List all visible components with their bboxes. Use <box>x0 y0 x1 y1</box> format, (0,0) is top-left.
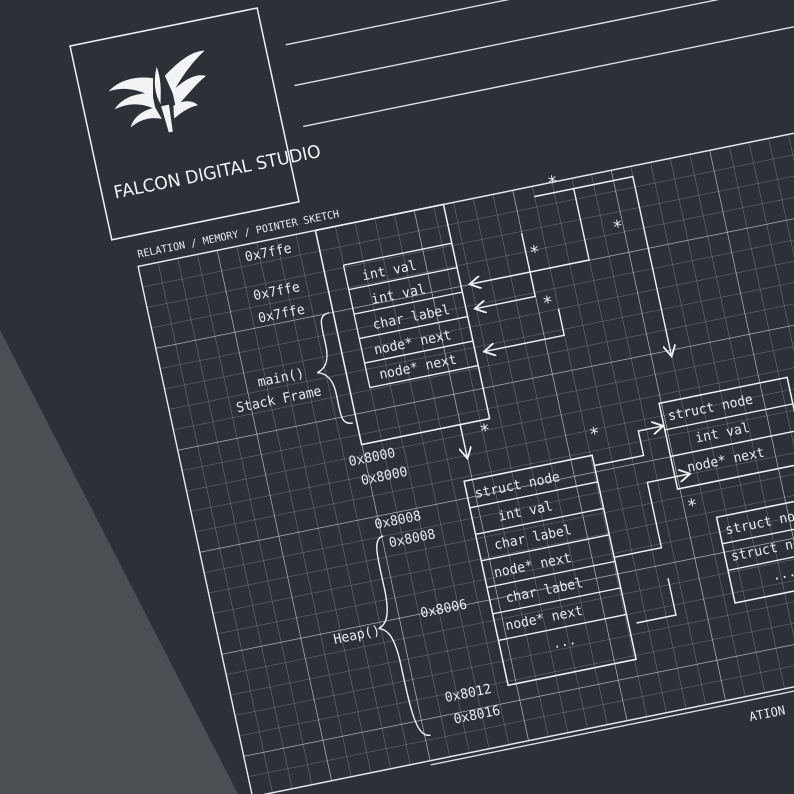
pointer-marker: * <box>611 217 625 239</box>
pointer-marker: * <box>528 242 542 264</box>
pointer-marker: * <box>478 420 492 442</box>
falcon-logo-icon <box>108 50 206 133</box>
stack-brace <box>316 312 353 424</box>
pointer-marker: * <box>686 495 700 517</box>
node-far-field: ... <box>771 565 794 585</box>
footer-line <box>430 648 794 766</box>
heap-field: ... <box>551 633 577 653</box>
node-far-divider <box>727 545 794 572</box>
node-right-divider <box>670 429 794 458</box>
heap-field-lines <box>469 481 627 642</box>
footer-left-text: ATION <box>748 703 787 724</box>
logo-box <box>69 7 300 241</box>
stack-field-lines <box>342 242 479 389</box>
node-far-box <box>715 492 794 604</box>
title-lines <box>285 0 794 128</box>
stack-frame-box <box>314 203 491 446</box>
node-far-divider <box>722 518 794 545</box>
heap-brace <box>376 535 431 736</box>
grid-major <box>138 114 794 794</box>
stack-pointer-arrows <box>416 175 684 458</box>
node-right-box <box>658 376 794 490</box>
pointer-marker: * <box>541 293 555 315</box>
pointer-marker: * <box>546 172 560 194</box>
pointer-marker: * <box>588 424 602 446</box>
heap-pointer-arrows <box>594 393 794 624</box>
node-right-divider <box>664 403 794 431</box>
grid-border <box>137 113 794 794</box>
